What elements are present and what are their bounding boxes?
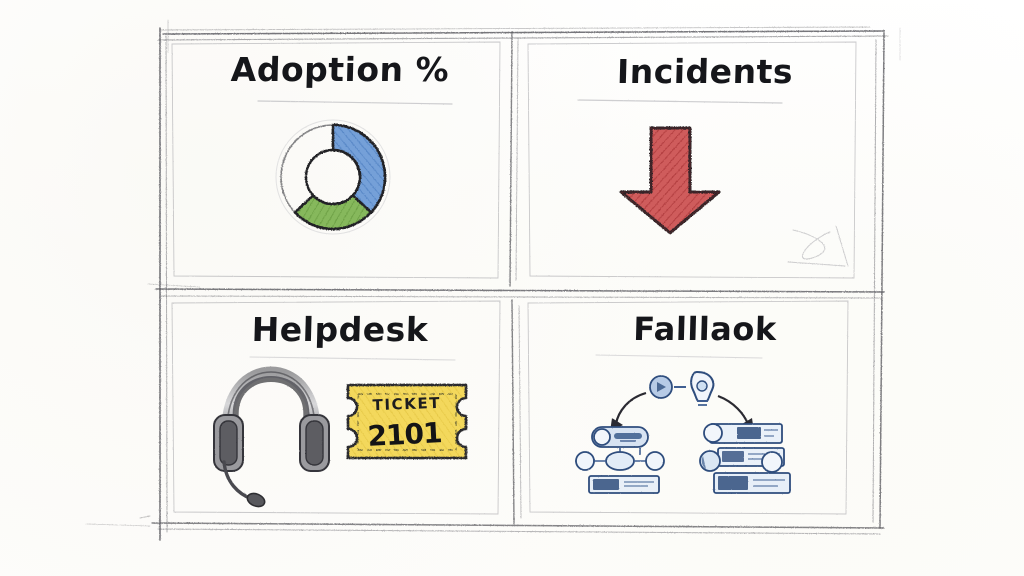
outer-frame	[85, 19, 901, 541]
panel-incidents[interactable]	[527, 41, 857, 279]
panel-fallback-title-underline	[595, 354, 763, 359]
ticket-label: TICKET	[372, 394, 441, 414]
panel-title-fallback: Falllaok	[632, 310, 778, 348]
panel-adoption-border	[171, 41, 501, 279]
panel-fallback-border	[527, 300, 849, 515]
headset-icon	[213, 366, 330, 508]
panel-incidents-border	[527, 41, 857, 279]
panel-title-incidents: Incidents	[616, 52, 794, 91]
grid-divider-horizontal	[147, 283, 885, 299]
diagram-cluster-secondary	[699, 423, 791, 494]
panel-fallback[interactable]	[527, 300, 849, 515]
ticket-number: 2101	[367, 416, 443, 453]
panel-helpdesk-border	[171, 300, 501, 515]
grid-divider-vertical	[509, 31, 522, 525]
stray-pencil-scribble	[787, 225, 849, 267]
panel-adoption-title-underline	[257, 100, 453, 105]
panel-helpdesk[interactable]: TICKET 2101	[171, 300, 501, 515]
panel-adoption[interactable]	[171, 41, 501, 279]
panel-helpdesk-title-underline	[249, 356, 456, 361]
panel-title-adoption: Adoption %	[230, 50, 450, 89]
network-diagram-icon	[575, 370, 791, 494]
panel-incidents-title-underline	[577, 99, 783, 104]
down-arrow-icon	[619, 126, 721, 235]
donut-chart-icon	[275, 119, 391, 235]
panel-title-helpdesk: Helpdesk	[251, 310, 429, 349]
diagram-cluster-primary	[575, 426, 665, 494]
ticket-icon[interactable]	[346, 383, 468, 460]
